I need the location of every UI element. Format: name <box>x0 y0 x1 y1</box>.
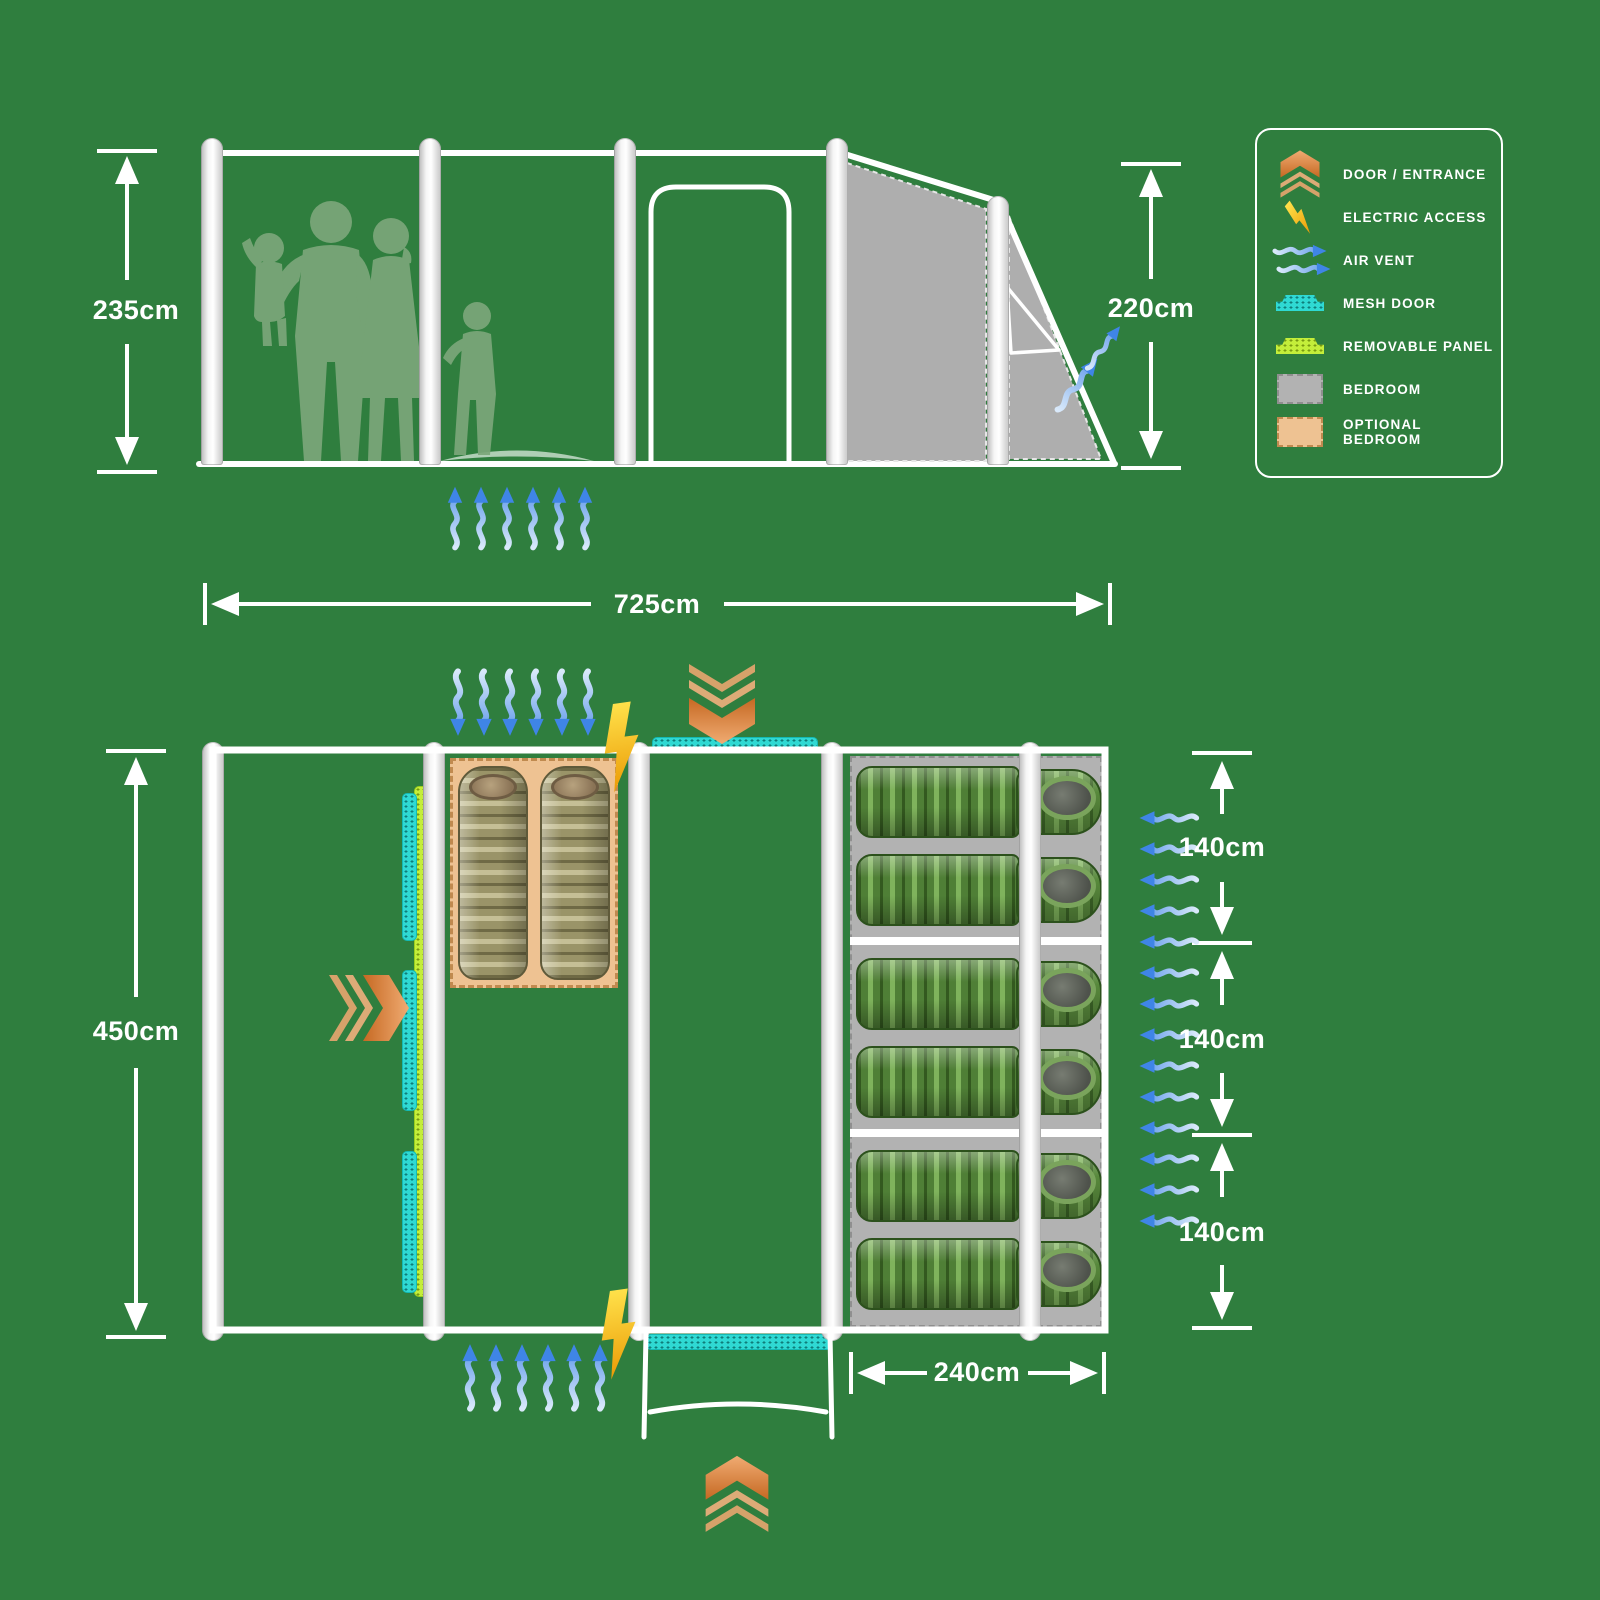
air-vent-arrows-sideview-bottom <box>448 487 592 548</box>
dimension-arrows <box>97 149 1252 1394</box>
rear-vent-flap <box>1005 285 1061 355</box>
dimension-label-bedroom-row-3: 140cm <box>1178 1217 1266 1247</box>
mesh-door-segment <box>402 1151 417 1293</box>
dimension-label-side-height: 235cm <box>92 295 180 325</box>
legend-panel: DOOR / ENTRANCE ELECTRIC ACCESS AIR VENT… <box>1255 128 1503 478</box>
bedroom-row-divider <box>850 1129 1102 1137</box>
bedroom-swatch <box>1257 374 1343 404</box>
removable-panel-icon <box>1257 338 1343 354</box>
sleeping-bag-optional <box>458 766 528 980</box>
dimension-label-floor-depth: 450cm <box>92 1016 180 1046</box>
legend-item-electric: ELECTRIC ACCESS <box>1257 196 1501 239</box>
legend-item-optional-bedroom: OPTIONAL BEDROOM <box>1257 411 1501 454</box>
dimension-label-total-width: 725cm <box>613 589 701 619</box>
tent-pole-side <box>201 138 223 465</box>
legend-label: MESH DOOR <box>1343 295 1437 311</box>
tent-pole-plan <box>628 742 650 1341</box>
dimension-label-rear-height: 220cm <box>1107 293 1195 323</box>
side-door-outline <box>648 184 792 463</box>
sleeping-bag <box>856 854 1102 926</box>
legend-label: OPTIONAL BEDROOM <box>1343 417 1422 447</box>
door-entrance-icon-porch <box>705 1455 769 1532</box>
air-vent-arrows-bedroom-side <box>1140 811 1197 1228</box>
legend-label: AIR VENT <box>1343 252 1415 268</box>
tent-pole-plan <box>423 742 445 1341</box>
floor-plan-border <box>209 746 1109 1334</box>
bedroom-area <box>850 756 1102 1327</box>
family-silhouette <box>242 201 496 461</box>
bedroom-row-divider <box>850 937 1102 945</box>
air-vent-arrows-plan-top <box>450 671 595 736</box>
legend-label: REMOVABLE PANEL <box>1343 338 1494 354</box>
legend-label: DOOR / ENTRANCE <box>1343 166 1487 182</box>
door-chevron-icon <box>1257 148 1343 200</box>
air-vent-arrows-rear-flap <box>1052 322 1125 414</box>
legend-item-removable-panel: REMOVABLE PANEL <box>1257 325 1501 368</box>
mesh-door-segment <box>402 793 417 941</box>
air-vent-icon <box>1257 240 1343 280</box>
optional-bedroom-swatch <box>1257 417 1343 447</box>
door-entrance-icon-top <box>689 664 755 744</box>
legend-label: ELECTRIC ACCESS <box>1343 209 1487 225</box>
legend-item-airvent: AIR VENT <box>1257 239 1501 282</box>
porch-flap <box>641 1331 835 1440</box>
dimension-label-bedroom-width: 240cm <box>933 1357 1021 1387</box>
tent-pole-side-rear <box>987 196 1009 465</box>
tent-pole-plan <box>1019 742 1041 1341</box>
side-roof-line <box>204 150 840 156</box>
tent-pole-side <box>419 138 441 465</box>
electric-access-icon <box>595 1288 643 1381</box>
legend-item-bedroom: BEDROOM <box>1257 368 1501 411</box>
sleeping-bag-optional <box>540 766 610 980</box>
legend-item-door: DOOR / ENTRANCE <box>1257 150 1501 198</box>
tent-pole-side <box>826 138 848 465</box>
dimension-label-bedroom-row-1: 140cm <box>1178 832 1266 862</box>
lightning-icon <box>1257 196 1343 238</box>
side-bedroom-panel <box>846 161 987 462</box>
legend-label: BEDROOM <box>1343 381 1422 397</box>
tent-pole-side <box>614 138 636 465</box>
legend-item-mesh-door: MESH DOOR <box>1257 282 1501 325</box>
tent-pole-plan <box>821 742 843 1341</box>
mesh-door-icon <box>1257 295 1343 311</box>
door-entrance-icon-inner <box>329 975 409 1041</box>
air-vent-arrows-plan-bottom <box>462 1344 607 1409</box>
sleeping-bag <box>856 766 1102 838</box>
dimension-label-bedroom-row-2: 140cm <box>1178 1024 1266 1054</box>
